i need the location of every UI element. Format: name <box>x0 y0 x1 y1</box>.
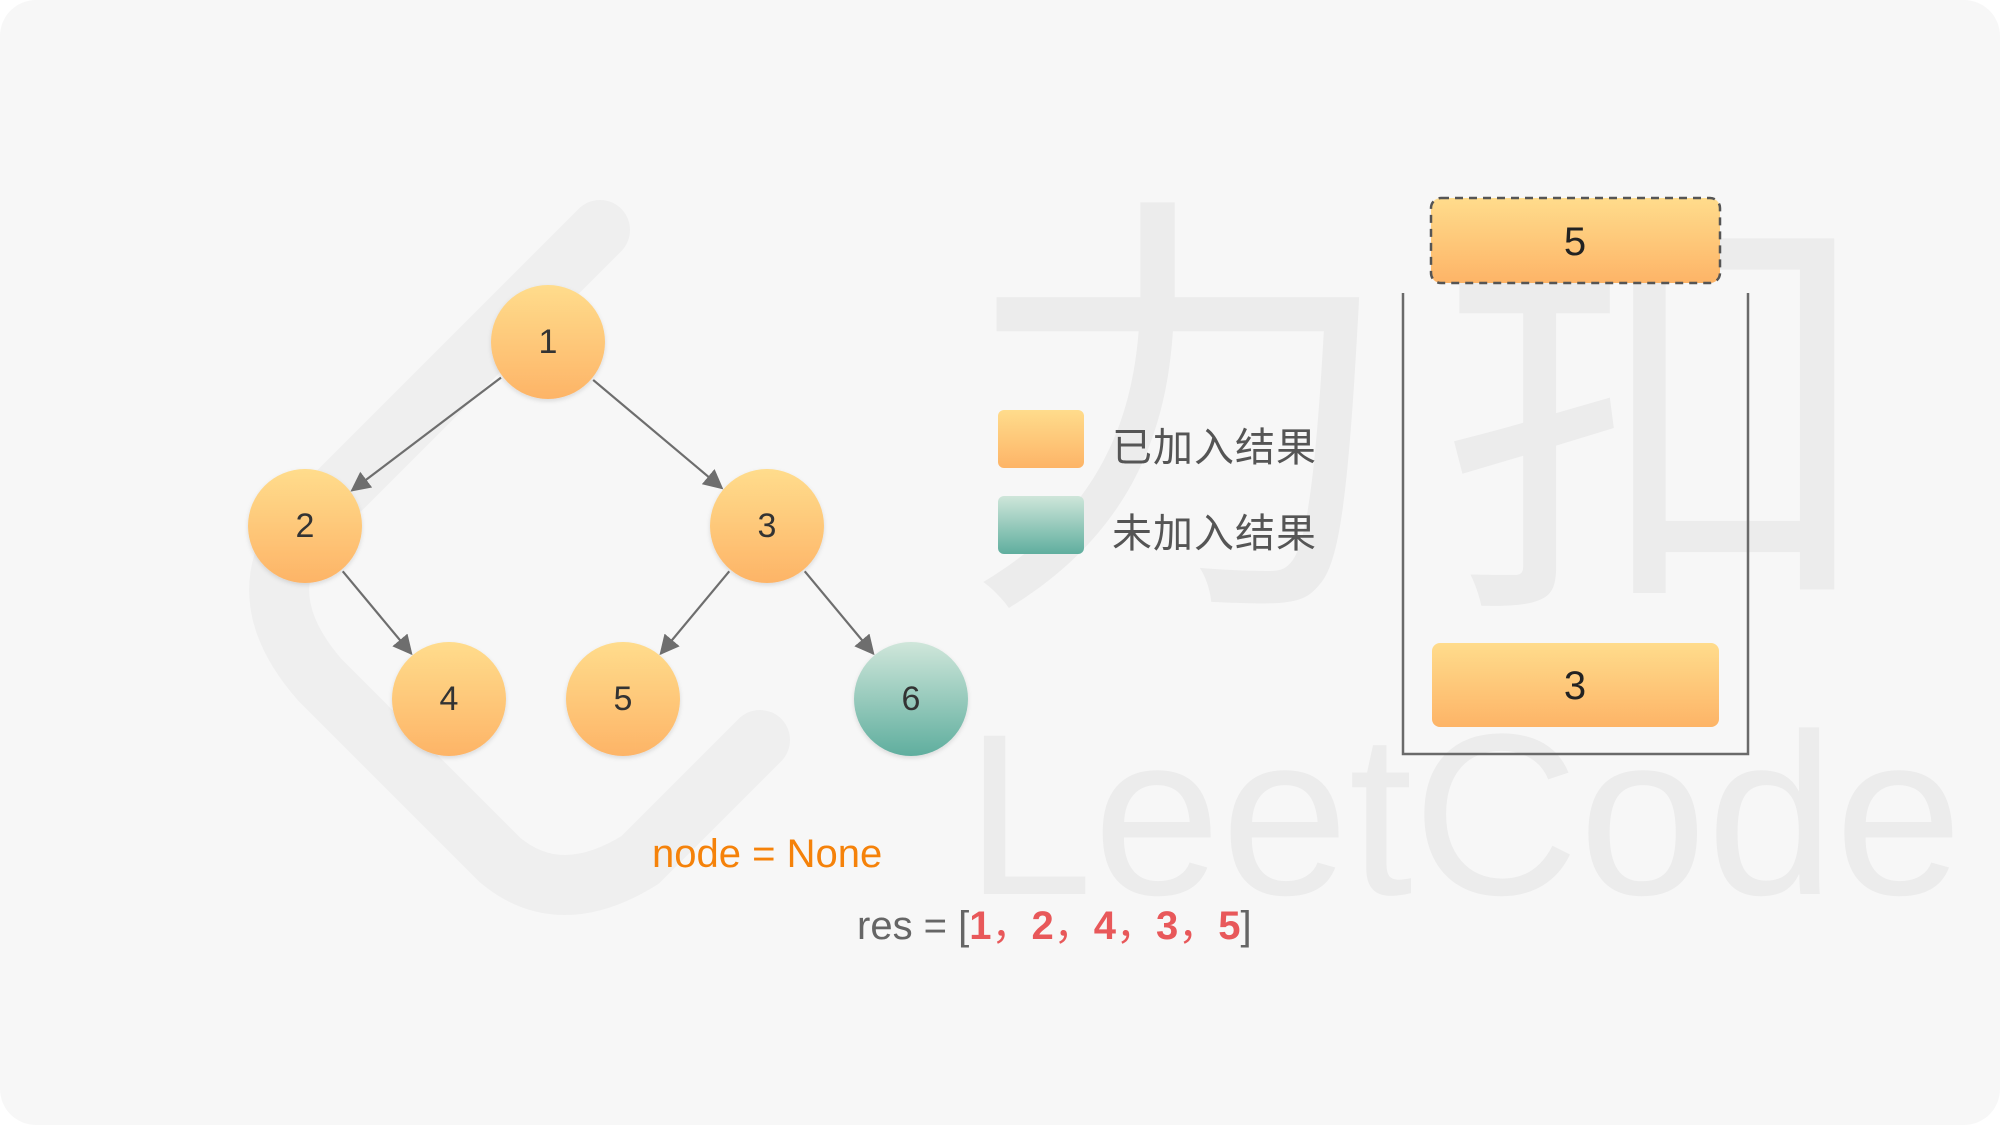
legend-not-added-swatch <box>998 496 1084 554</box>
stack-container <box>1401 293 1750 756</box>
node-assignment: node = None <box>652 832 883 876</box>
result-prefix: res = [ <box>857 904 970 948</box>
tree-node-circle <box>248 469 362 583</box>
watermark-text: LeetCode <box>965 686 1963 943</box>
stack-popped-item: 5 <box>1429 196 1722 285</box>
tree-edge-n1-n2 <box>350 376 502 492</box>
tree-node-label: 3 <box>758 507 777 545</box>
stack-popped-box <box>1429 196 1722 285</box>
tree-node-4: 4 <box>392 642 506 756</box>
tree-node-circle <box>491 285 605 399</box>
tree-node-label: 1 <box>539 323 558 361</box>
result-values: 1，2，4，3，5 <box>969 904 1240 948</box>
tree-nodes: 1 2 3 4 5 6 <box>248 285 968 756</box>
tree-node-circle <box>566 642 680 756</box>
tree-node-circle <box>710 469 824 583</box>
result-list: res = [1，2，4，3，5] <box>857 893 1252 951</box>
tree-node-label: 5 <box>614 680 633 718</box>
tree-node-circle <box>392 642 506 756</box>
result-separator: ， <box>1053 904 1094 948</box>
result-value: 2 <box>1031 904 1054 948</box>
result-value: 1 <box>969 904 992 948</box>
tree-node-label: 6 <box>902 680 921 718</box>
result-separator: ， <box>1178 904 1219 948</box>
result-separator: ， <box>1116 904 1157 948</box>
tree-edge-n3-n6 <box>803 570 875 656</box>
legend-added-label: 已加入结果 <box>1112 425 1317 471</box>
tree-edge-n3-n5 <box>659 570 731 656</box>
tree-node-1: 1 <box>491 285 605 399</box>
tree-edge-n2-n4 <box>341 570 413 656</box>
result-separator: ， <box>991 904 1032 948</box>
stack-item: 3 <box>1432 643 1719 727</box>
tree-edge-n1-n3 <box>592 379 724 490</box>
tree-node-5: 5 <box>566 642 680 756</box>
tree-node-3: 3 <box>710 469 824 583</box>
tree-node-circle <box>854 642 968 756</box>
stack-item-box <box>1432 643 1719 727</box>
tree-node-2: 2 <box>248 469 362 583</box>
tree-node-6: 6 <box>854 642 968 756</box>
stack-popped-label: 5 <box>1564 220 1586 264</box>
legend-added-swatch <box>998 410 1084 468</box>
watermark-chinese: 力扣 <box>960 174 1920 665</box>
tree-edges <box>341 376 875 656</box>
result-value: 3 <box>1156 904 1179 948</box>
result-suffix: ] <box>1240 904 1252 948</box>
legend-not-added-label: 未加入结果 <box>1112 511 1317 557</box>
result-value: 5 <box>1218 904 1241 948</box>
tree-node-label: 2 <box>296 507 315 545</box>
stack-item-label: 3 <box>1564 664 1586 708</box>
result-value: 4 <box>1093 904 1117 948</box>
tree-node-label: 4 <box>440 680 459 718</box>
